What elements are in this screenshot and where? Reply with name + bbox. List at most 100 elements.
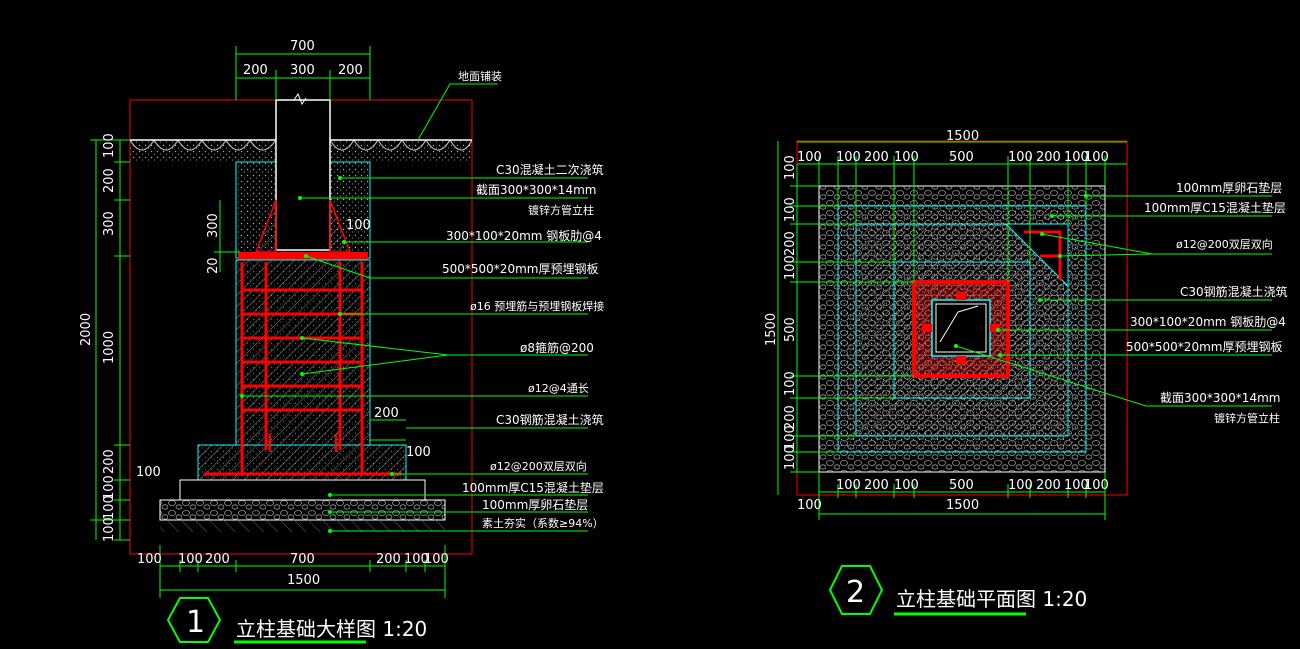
- pebble-cushion: [159, 499, 446, 521]
- detail-1-title: 1 立柱基础大样图 1:20: [166, 597, 427, 644]
- plan-dim-left-9: 100: [783, 445, 798, 470]
- leader-dots-2: [954, 194, 1088, 357]
- label-embedded-plate: 500*500*20mm厚预埋钢板: [442, 262, 598, 276]
- title-1-number: 1: [186, 605, 205, 640]
- leader-dots-1: [240, 176, 394, 533]
- title-2-text: 立柱基础平面图 1:20: [896, 587, 1087, 611]
- plan-dim-bottom-8: 100: [797, 498, 822, 513]
- dim-top-right: 200: [338, 63, 363, 78]
- label-longitudinal: ø12@4通长: [528, 382, 589, 395]
- plan-label-pebble: 100mm厚卵石垫层: [1176, 180, 1282, 195]
- dim-inner-300: 300: [206, 213, 221, 238]
- dim-bottom-4: 200: [376, 552, 401, 567]
- plan-dim-top-total: 1500: [946, 129, 979, 144]
- plan-dim-bottom-1: 200: [864, 478, 889, 493]
- dim-left-5: 200: [102, 449, 117, 474]
- label-stirrup: ø8箍筋@200: [520, 340, 594, 355]
- plan-dim-top-1: 100: [836, 150, 861, 165]
- c15-cushion: [179, 479, 426, 501]
- dim-left-4: 1000: [102, 331, 117, 364]
- plan-dim-bottom-0: 100: [836, 478, 861, 493]
- plan-dim-bottom-total: 1500: [946, 498, 979, 513]
- plan-dim-top-7: 100: [1064, 150, 1089, 165]
- dims-bottom-2: [818, 472, 1106, 520]
- dim-bottom-3: 700: [290, 552, 315, 567]
- plan-dim-left-1: 100: [783, 197, 798, 222]
- dim-left-6: 100: [102, 475, 117, 500]
- plan-dim-bottom-5: 200: [1036, 478, 1061, 493]
- embedded-plate: [238, 252, 368, 260]
- dim-bottom-2: 200: [205, 552, 230, 567]
- plan-dim-top-3: 100: [894, 150, 919, 165]
- plan-label-column: 镀锌方管立柱: [1214, 411, 1280, 425]
- plan-dim-top-0: 100: [797, 150, 822, 165]
- plan-dim-bottom-4: 100: [1008, 478, 1033, 493]
- plan-dim-top-8: 100: [1084, 150, 1109, 165]
- plan-label-section: 截面300*300*14mm: [1160, 391, 1280, 405]
- compacted-soil: [160, 520, 445, 532]
- plan-dim-left-2: 200: [783, 231, 798, 256]
- leaders-1: [242, 83, 588, 532]
- plan-dim-top-4: 500: [949, 150, 974, 165]
- label-bottom-mesh: ø12@200双层双向: [490, 459, 587, 473]
- dim-left-1: 200: [102, 168, 117, 193]
- plan-dim-left-4: 1500: [764, 313, 779, 346]
- title-2-number: 2: [846, 575, 865, 610]
- label-c30-secondary: C30混凝土二次浇筑: [496, 162, 604, 177]
- dim-top-total: 700: [290, 39, 315, 54]
- plan-dim-bottom-3: 500: [949, 478, 974, 493]
- dim-inner-200: 200: [374, 406, 399, 421]
- label-galvanized-column: 镀锌方管立柱: [528, 203, 594, 217]
- dim-bottom-0: 100: [137, 552, 162, 567]
- label-c30-rc: C30钢筋混凝土浇筑: [496, 412, 604, 427]
- plan-label-c30: C30钢筋混凝土浇筑: [1180, 284, 1288, 299]
- label-section: 截面300*300*14mm: [476, 183, 596, 197]
- plan-dim-bottom-2: 100: [894, 478, 919, 493]
- plan-dim-left-3: 100: [783, 255, 798, 280]
- dim-top-mid: 300: [290, 63, 315, 78]
- plan-dim-bottom-6: 100: [1064, 478, 1089, 493]
- label-stiffener: 300*100*20mm 钢板肋@4: [446, 228, 602, 243]
- label-soil: 素土夯实（系数≥94%）: [482, 516, 604, 530]
- ground-paving: [129, 139, 473, 162]
- dim-left-3: 2000: [79, 313, 94, 346]
- detail-1-section: 700 200 300 200 100 200 300 2000 1000 20…: [79, 39, 604, 644]
- plan-label-stiffener: 300*100*20mm 钢板肋@4: [1130, 314, 1286, 329]
- dims-bottom-1: [159, 545, 446, 598]
- plan-dim-top-5: 100: [1008, 150, 1033, 165]
- dim-inner-20: 20: [206, 257, 221, 274]
- dim-left-2: 300: [102, 211, 117, 236]
- dim-left-8: 100: [102, 517, 117, 542]
- plan-dim-left-8: 100: [783, 425, 798, 450]
- labels-1: 地面铺装 C30混凝土二次浇筑 截面300*300*14mm 镀锌方管立柱 30…: [442, 70, 604, 530]
- detail-2-title: 2 立柱基础平面图 1:20: [828, 565, 1087, 616]
- dim-inner-100c: 100: [136, 465, 161, 480]
- dim-bottom-6: 100: [424, 552, 449, 567]
- plan-dim-left-7: 200: [783, 405, 798, 430]
- dims-left-1: [90, 139, 130, 541]
- dims-left-2: [777, 141, 914, 495]
- label-c15: 100mm厚C15混凝土垫层: [462, 480, 604, 495]
- dims-inner-1: [214, 200, 406, 441]
- plan-dim-left-6: 100: [783, 371, 798, 396]
- dim-inner-100a: 100: [346, 218, 371, 233]
- detail-2-plan: 1500 100 100 200 100 500 100 200 100 100…: [764, 129, 1288, 616]
- plan-dim-bottom-7: 100: [1084, 478, 1109, 493]
- label-ground-paving: 地面铺装: [458, 70, 502, 83]
- plan-dim-top-6: 200: [1036, 150, 1061, 165]
- title-2-badge: [828, 565, 884, 615]
- rebar-cage: [204, 262, 402, 476]
- plan-dim-top-2: 200: [864, 150, 889, 165]
- dim-bottom-1: 100: [178, 552, 203, 567]
- labels-2: 100mm厚卵石垫层 100mm厚C15混凝土垫层 ø12@200双层双向 C3…: [1126, 180, 1288, 425]
- dims-top-1: [235, 46, 371, 100]
- dim-top-left: 200: [243, 63, 268, 78]
- dim-inner-100b: 100: [406, 445, 431, 460]
- plan-dim-left-0: 100: [783, 155, 798, 180]
- dim-left-0: 100: [102, 133, 117, 158]
- dim-bottom-5: 100: [404, 552, 429, 567]
- title-1-text: 立柱基础大样图 1:20: [236, 617, 427, 641]
- dim-left-7: 100: [102, 495, 117, 520]
